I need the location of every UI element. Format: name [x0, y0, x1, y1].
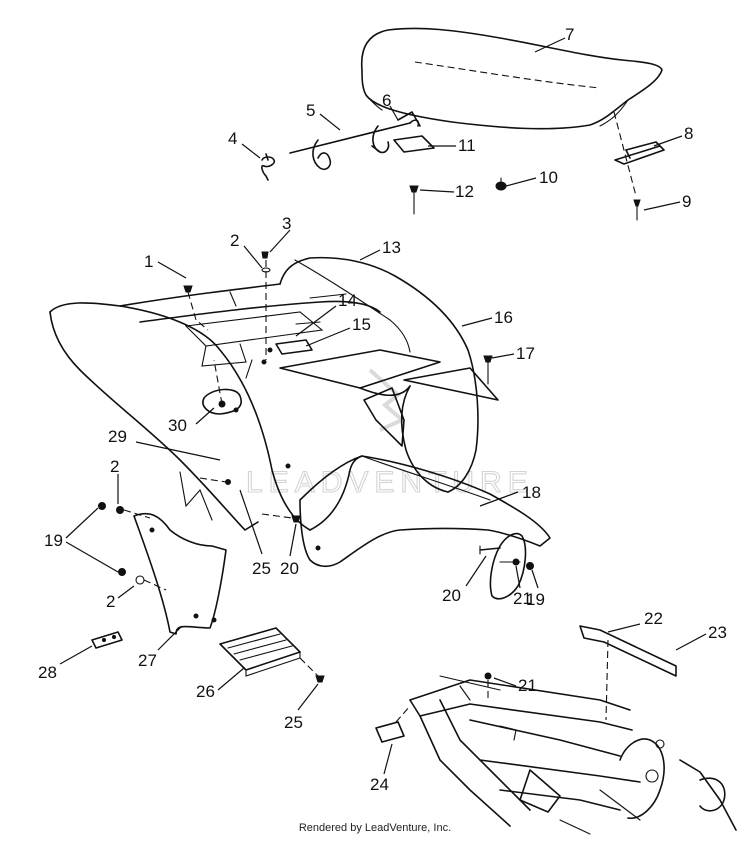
latch-rod	[289, 119, 420, 171]
frame-bracket	[579, 625, 677, 721]
fasteners	[98, 251, 534, 700]
callout-13: 13	[382, 238, 401, 257]
callout-25-lower: 25	[284, 713, 303, 732]
callout-5: 5	[306, 101, 315, 120]
callout-9: 9	[682, 192, 691, 211]
latch-hook	[397, 111, 421, 127]
callout-6: 6	[382, 91, 391, 110]
callout-25-upper: 25	[252, 559, 271, 578]
callout-27: 27	[138, 651, 157, 670]
footrest	[219, 627, 301, 677]
rear-fender	[49, 256, 499, 531]
latch-plate-14	[275, 321, 321, 355]
callout-2-top: 2	[230, 231, 239, 250]
callout-19-left: 19	[44, 531, 63, 550]
callout-19-right: 19	[526, 590, 545, 609]
frame	[409, 675, 737, 835]
screw-12	[409, 185, 419, 215]
mud-flap	[133, 512, 227, 635]
callout-28: 28	[38, 663, 57, 682]
rubber-block	[375, 705, 411, 743]
callout-22: 22	[644, 609, 663, 628]
seat	[360, 27, 663, 130]
watermark: LEADVENTURE	[245, 368, 534, 500]
watermark-text: LEADVENTURE	[246, 466, 534, 499]
grommet-10	[495, 177, 507, 191]
latch-spring	[261, 153, 276, 181]
callout-20-left: 20	[280, 559, 299, 578]
callout-2-mid: 2	[110, 457, 119, 476]
callout-24: 24	[370, 775, 389, 794]
callout-14: 14	[338, 291, 357, 310]
callout-8: 8	[684, 124, 693, 143]
fender-skirt	[299, 455, 551, 568]
footer-credit: Rendered by LeadVenture, Inc.	[298, 822, 452, 834]
callout-2-low: 2	[106, 592, 115, 611]
callout-16: 16	[494, 308, 513, 327]
callout-18: 18	[522, 483, 541, 502]
callout-4: 4	[228, 129, 237, 148]
callout-30: 30	[168, 416, 187, 435]
leader-lines	[59, 37, 707, 775]
callout-29: 29	[108, 427, 127, 446]
callout-21-right: 21	[513, 589, 532, 608]
callout-26: 26	[196, 682, 215, 701]
callout-12: 12	[455, 182, 474, 201]
callout-3: 3	[282, 214, 291, 233]
callout-11: 11	[458, 136, 476, 155]
washer-plate	[91, 631, 123, 649]
callout-17: 17	[516, 344, 535, 363]
callout-23: 23	[708, 623, 727, 642]
latch-plate	[393, 135, 435, 153]
callout-10: 10	[539, 168, 558, 187]
callout-21-low: 21	[518, 676, 537, 695]
screw-9	[613, 111, 641, 221]
callout-20-right: 20	[442, 586, 461, 605]
callout-7: 7	[565, 25, 574, 44]
callouts: 7 5 6 4 11 8 10 12 9 3 2 13 1 14 15 16 1…	[38, 25, 727, 794]
callout-15: 15	[352, 315, 371, 334]
callout-1: 1	[144, 252, 153, 271]
